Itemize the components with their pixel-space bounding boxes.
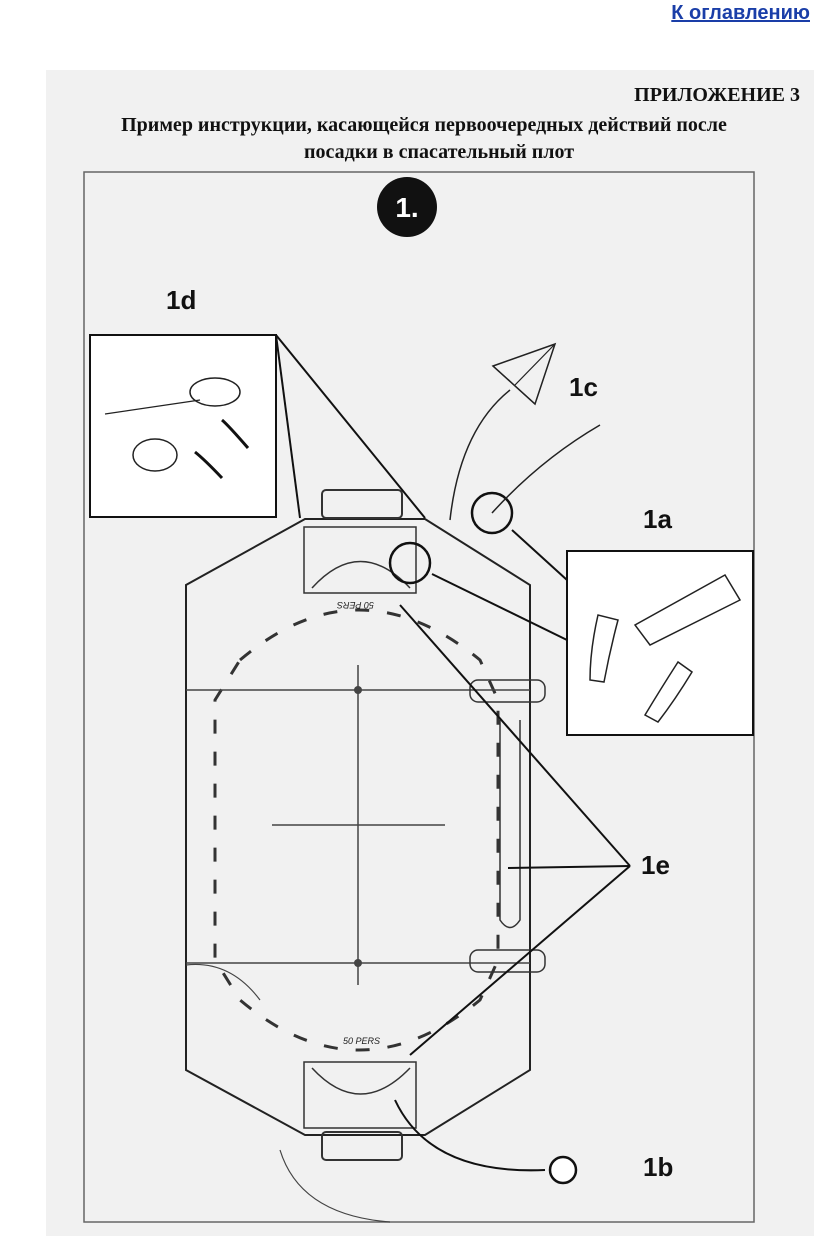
capacity-label-top: 50 PERS — [337, 600, 374, 610]
step-badge: 1. — [377, 177, 437, 237]
canopy-entrance-icon-bottom — [303, 1061, 417, 1161]
label-1d: 1d — [166, 285, 196, 315]
pointer-lines — [275, 334, 631, 1172]
title-line-1: Пример инструкции, касающейся первоочере… — [121, 114, 727, 136]
canopy-entrance-icon — [303, 489, 417, 594]
label-1c: 1c — [569, 372, 598, 402]
appendix-heading: ПРИЛОЖЕНИЕ 3 — [634, 84, 800, 106]
toc-link[interactable]: К оглавлению — [671, 2, 810, 24]
sea-anchor-icon — [548, 1155, 578, 1185]
label-1b: 1b — [643, 1152, 673, 1182]
page-title: Пример инструкции, касающейся первоочере… — [46, 112, 814, 166]
capacity-label-bottom: 50 PERS — [343, 1036, 380, 1046]
detail-box-1d — [89, 334, 277, 518]
raft-outline — [185, 518, 531, 1136]
label-1e: 1e — [641, 850, 670, 880]
kite-antenna-icon — [449, 342, 601, 521]
step-number: 1. — [395, 192, 418, 223]
label-1a: 1a — [643, 504, 672, 534]
detail-box-1a — [566, 550, 754, 736]
title-line-2: посадки в спасательный плот — [303, 141, 575, 163]
side-canister — [469, 679, 546, 973]
raft-inner-ring — [213, 608, 500, 1052]
